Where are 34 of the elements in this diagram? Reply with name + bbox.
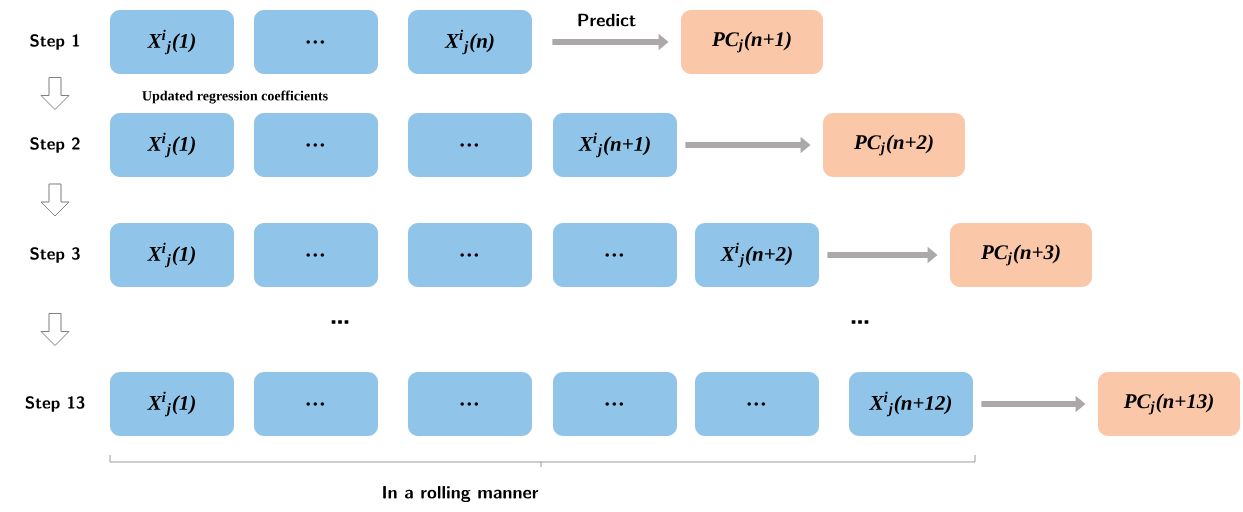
input-box: X$^{i}$$_{j}$(1)	[110, 223, 234, 287]
input-box: X$^{i}$$_{j}$(1)	[110, 10, 234, 74]
caption-text: In a rolling manner	[383, 485, 539, 503]
input-box: …	[254, 223, 378, 287]
prediction-box: PC$_{j}$(n+2)	[823, 113, 965, 177]
ellipsis: …	[331, 320, 349, 324]
prediction-box: PC$_{j}$(n+13)	[1098, 372, 1240, 436]
arrow	[40, 77, 70, 110]
input-box: …	[254, 10, 378, 74]
input-box: X$^{i}$$_{j}$(n+1)	[553, 113, 677, 177]
step-label: Step 2	[30, 137, 80, 153]
input-box: …	[408, 372, 532, 436]
input-box: …	[553, 223, 677, 287]
step-label: Step 13	[25, 396, 85, 412]
arrow	[40, 183, 70, 217]
edge-label: Predict	[578, 13, 636, 27]
prediction-box: PC$_{j}$(n+3)	[950, 223, 1092, 287]
caption-text: Updated regression coefficients	[142, 90, 328, 104]
input-box: …	[408, 223, 532, 287]
input-box: …	[695, 372, 819, 436]
step-label: Step 3	[30, 247, 80, 263]
input-box: …	[408, 113, 532, 177]
input-box: X$^{i}$$_{j}$(1)	[110, 113, 234, 177]
ellipsis: …	[851, 320, 869, 324]
input-box: X$^{i}$$_{j}$(n+12)	[849, 372, 973, 436]
input-box: …	[553, 372, 677, 436]
input-box: X$^{i}$$_{j}$(n+2)	[695, 223, 819, 287]
arrow	[40, 313, 70, 346]
input-box: X$^{i}$$_{j}$(1)	[110, 372, 234, 436]
input-box: …	[254, 113, 378, 177]
prediction-box: PC$_{j}$(n+1)	[681, 10, 823, 74]
input-box: X$^{i}$$_{j}$(n)	[408, 10, 532, 74]
input-box: …	[254, 372, 378, 436]
step-label: Step 1	[30, 34, 80, 50]
